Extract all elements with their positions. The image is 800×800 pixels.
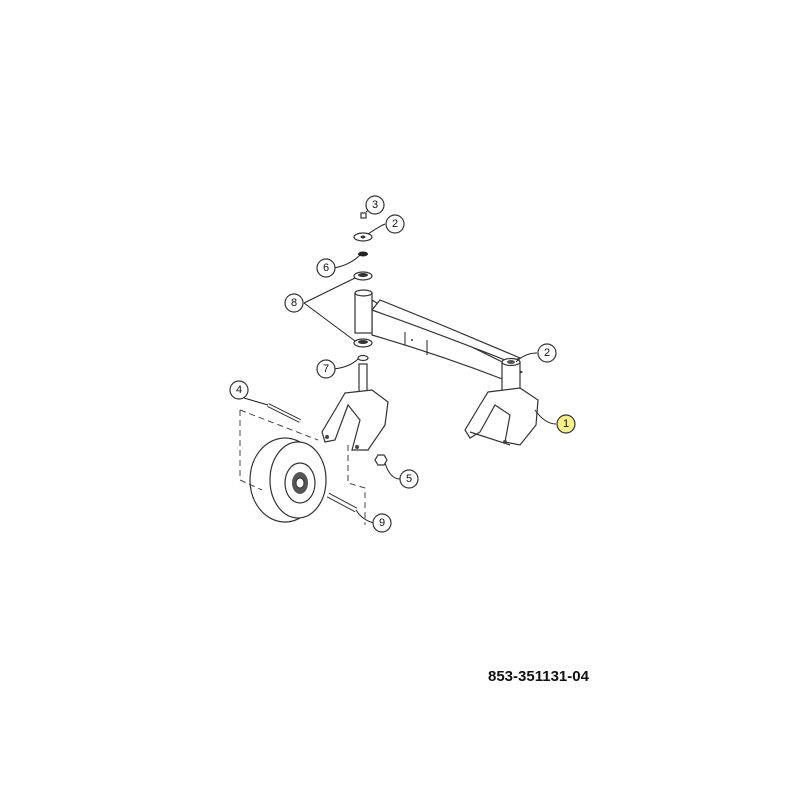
callout-label: 6 xyxy=(323,262,329,274)
callout-9: 9 xyxy=(372,513,392,533)
part-number: 853-351131-04 xyxy=(488,668,589,685)
wheel-spacer xyxy=(326,492,358,513)
callout-8: 8 xyxy=(284,293,304,313)
left-caster-fork xyxy=(321,389,389,451)
locknut xyxy=(374,454,388,466)
callout-4: 4 xyxy=(229,380,249,400)
callout-1: 1 xyxy=(556,414,576,434)
axle-bolt xyxy=(267,403,301,423)
callout-label: 8 xyxy=(291,297,297,309)
callout-6: 6 xyxy=(316,258,336,278)
callout-label: 5 xyxy=(406,473,412,485)
callout-7: 7 xyxy=(316,359,336,379)
callout-5: 5 xyxy=(399,469,419,489)
callout-2: 2 xyxy=(537,343,557,363)
callout-label: 4 xyxy=(236,384,242,396)
front-axle-beam xyxy=(354,289,524,395)
hardware-stack xyxy=(353,212,373,395)
right-caster-fork xyxy=(464,387,539,446)
callout-label: 2 xyxy=(544,347,550,359)
callout-2: 2 xyxy=(385,214,405,234)
callout-label: 7 xyxy=(323,363,329,375)
callout-label: 2 xyxy=(392,218,398,230)
callout-3: 3 xyxy=(365,195,385,215)
callout-label: 9 xyxy=(379,517,385,529)
callout-label: 3 xyxy=(372,199,378,211)
caster-wheel xyxy=(249,437,327,523)
callout-label: 1 xyxy=(563,418,569,430)
